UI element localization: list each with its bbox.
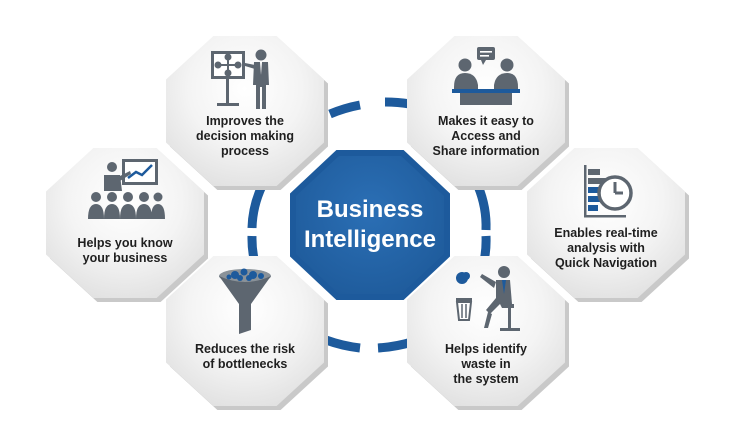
center-title-line1: Business	[316, 196, 424, 223]
clock-bar-chart-icon	[584, 165, 633, 218]
node-label: Reduces the risk of bottlenecks	[194, 342, 296, 371]
node-label: Makes it easy to Access and Share inform…	[432, 114, 540, 158]
node-label: Enables real-time analysis with Quick Na…	[554, 226, 658, 270]
node-real-time-analysis: Enables real-time analysis with Quick Na…	[527, 148, 685, 298]
center-title-line2: Intelligence	[303, 226, 437, 253]
node-decision-making: Improves the decision making process	[166, 36, 324, 186]
node-access-share: Makes it easy to Access and Share inform…	[407, 36, 565, 186]
node-label: Helps identify waste in the system	[445, 342, 527, 386]
node-label: Helps you know your business	[77, 236, 173, 265]
funnel-icon	[219, 268, 271, 334]
person-trash-icon	[455, 266, 520, 331]
center-octagon: Business Intelligence	[296, 156, 444, 294]
presentation-board-icon	[211, 49, 269, 109]
node-identify-waste: Helps identify waste in the system	[407, 256, 565, 406]
node-know-business: Helps you know your business	[46, 148, 204, 298]
audience-chart-icon	[88, 159, 165, 219]
node-label: Improves the decision making process	[196, 114, 294, 158]
node-bottlenecks: Reduces the risk of bottlenecks	[166, 256, 324, 406]
meeting-chat-icon	[452, 47, 520, 105]
